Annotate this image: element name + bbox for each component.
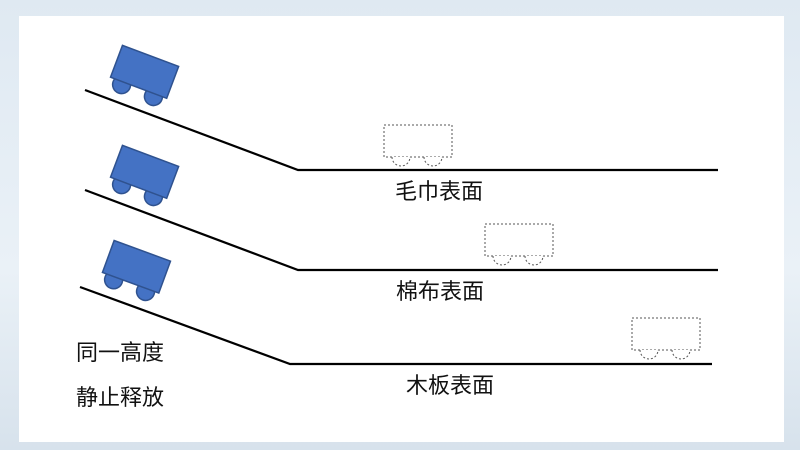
stop-position-wood	[631, 317, 701, 360]
label-wood-surface: 木板表面	[406, 374, 495, 399]
cart-2	[109, 144, 180, 207]
stop-position-towel	[383, 124, 453, 167]
cart-3	[101, 239, 172, 302]
label-cotton-surface: 棉布表面	[396, 280, 485, 305]
cart-1	[109, 44, 180, 107]
label-release: 静止释放	[76, 386, 165, 411]
stop-position-cotton	[484, 223, 554, 266]
track-wood	[79, 285, 712, 366]
track-towel	[84, 88, 718, 172]
label-same-height: 同一高度	[76, 341, 165, 366]
label-towel-surface: 毛巾表面	[395, 180, 484, 205]
cart-2-body	[109, 144, 180, 200]
cart-1-body	[109, 44, 180, 100]
track-cotton	[84, 188, 718, 272]
cart-3-body	[101, 239, 172, 295]
